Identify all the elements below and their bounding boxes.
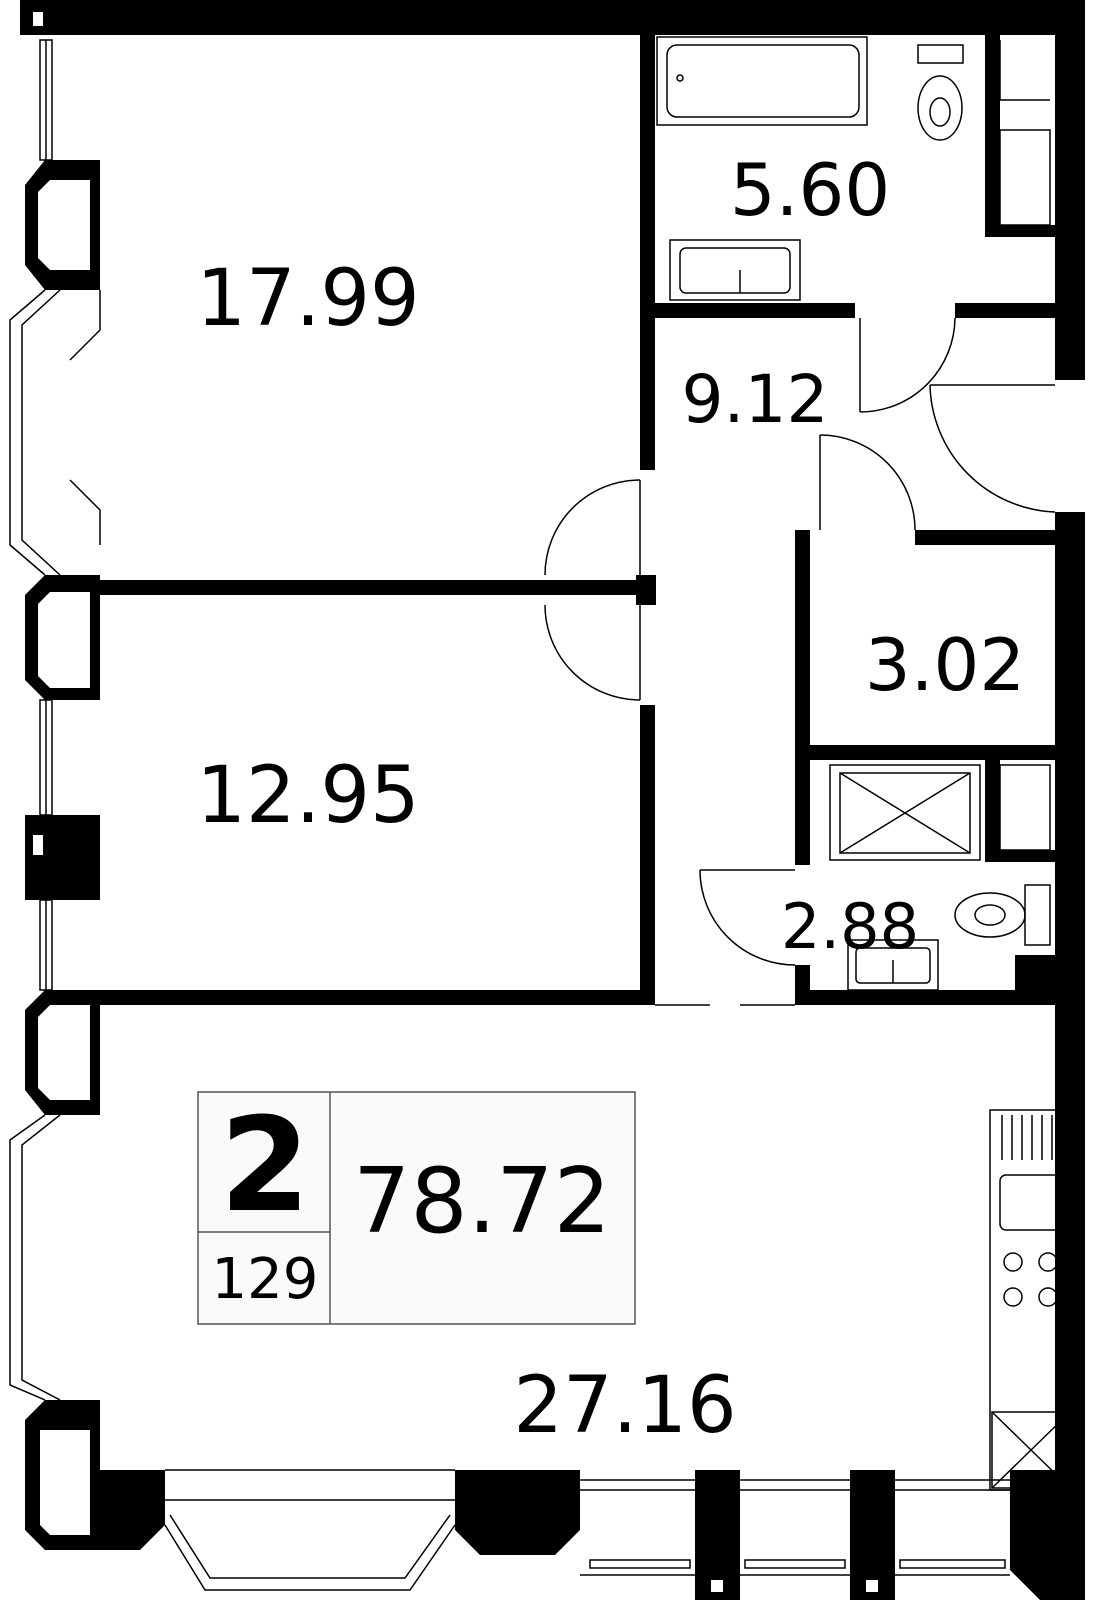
room-area-bedroom-1: 17.99 (196, 254, 419, 344)
room-area-bedroom-2: 12.95 (196, 751, 419, 841)
apartment-info-box: 2 129 78.72 (197, 1089, 636, 1325)
total-area: 78.72 (353, 1149, 611, 1254)
room-area-kitchen-living: 27.16 (513, 1361, 736, 1451)
room-area-bathroom: 5.60 (730, 148, 890, 232)
room-area-storage: 3.02 (865, 623, 1025, 707)
room-area-hallway: 9.12 (682, 361, 829, 438)
apartment-number: 129 (212, 1247, 319, 1312)
fixtures (656, 36, 1071, 1491)
door-swings (544, 40, 1056, 1006)
windows (9, 39, 1010, 1591)
rooms-count: 2 (220, 1089, 310, 1241)
room-area-shower-room: 2.88 (781, 890, 919, 963)
